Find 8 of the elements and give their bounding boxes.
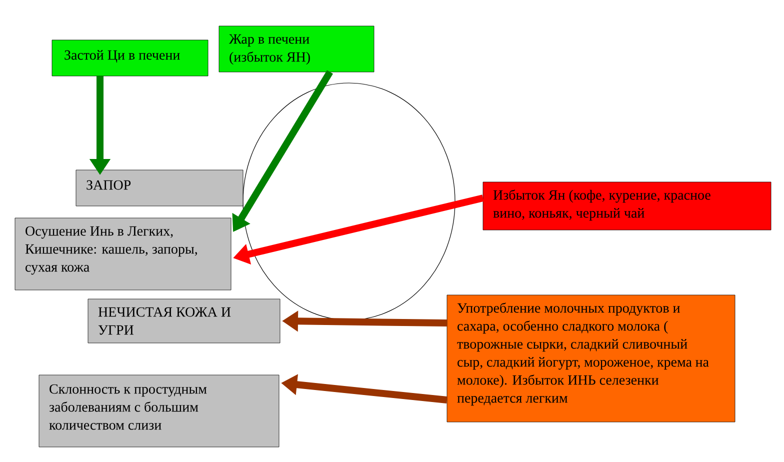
cause-box: Жар в печени (избыток ЯН) xyxy=(218,26,374,72)
symptom-box: Осушение Инь в Легких, Кишечнике: кашель, запоры, сухая кожа xyxy=(14,218,232,290)
cause-box: Избыток Ян (кофе, курение, красное вино, коньяк, черный чай xyxy=(482,182,772,230)
cause-box: Застой Ци в печени xyxy=(52,40,208,76)
cause-box: Употребление молочных продуктов и сахара, особенно сладкого молока ( творожные сырки, сладкий сливочный сыр, сладкий йогурт, мороженое, крема на молоке). Избыток ИНЬ селезенки передается легким xyxy=(446,294,736,422)
symptom-box: Склонность к простудным заболеваниям с большим количеством слизи xyxy=(38,374,280,448)
symptom-box: ЗАПОР xyxy=(76,170,244,206)
symptom-box: НЕЧИСТАЯ КОЖА И УГРИ xyxy=(88,298,280,344)
